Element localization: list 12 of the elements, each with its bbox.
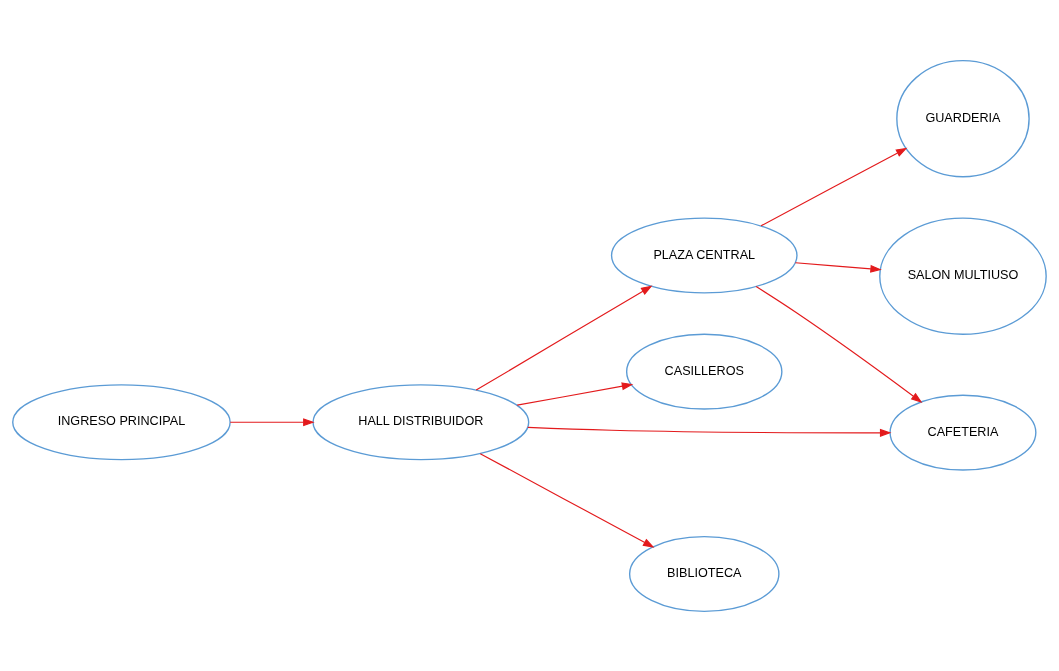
arrow [527,426,892,437]
node-ellipse: CASILLEROS [625,333,783,410]
node-ellipse: INGRESO PRINCIPAL [12,383,231,460]
arrow [794,261,882,273]
arrow [479,452,655,548]
arrow [760,147,908,226]
arrow [516,381,634,406]
arrow [755,285,923,403]
arrow [229,417,315,426]
node-ellipse: HALL DISTRIBUIDOR [312,383,530,460]
node-ellipse: SALON MULTIUSO [879,216,1047,335]
arrow [475,285,653,391]
